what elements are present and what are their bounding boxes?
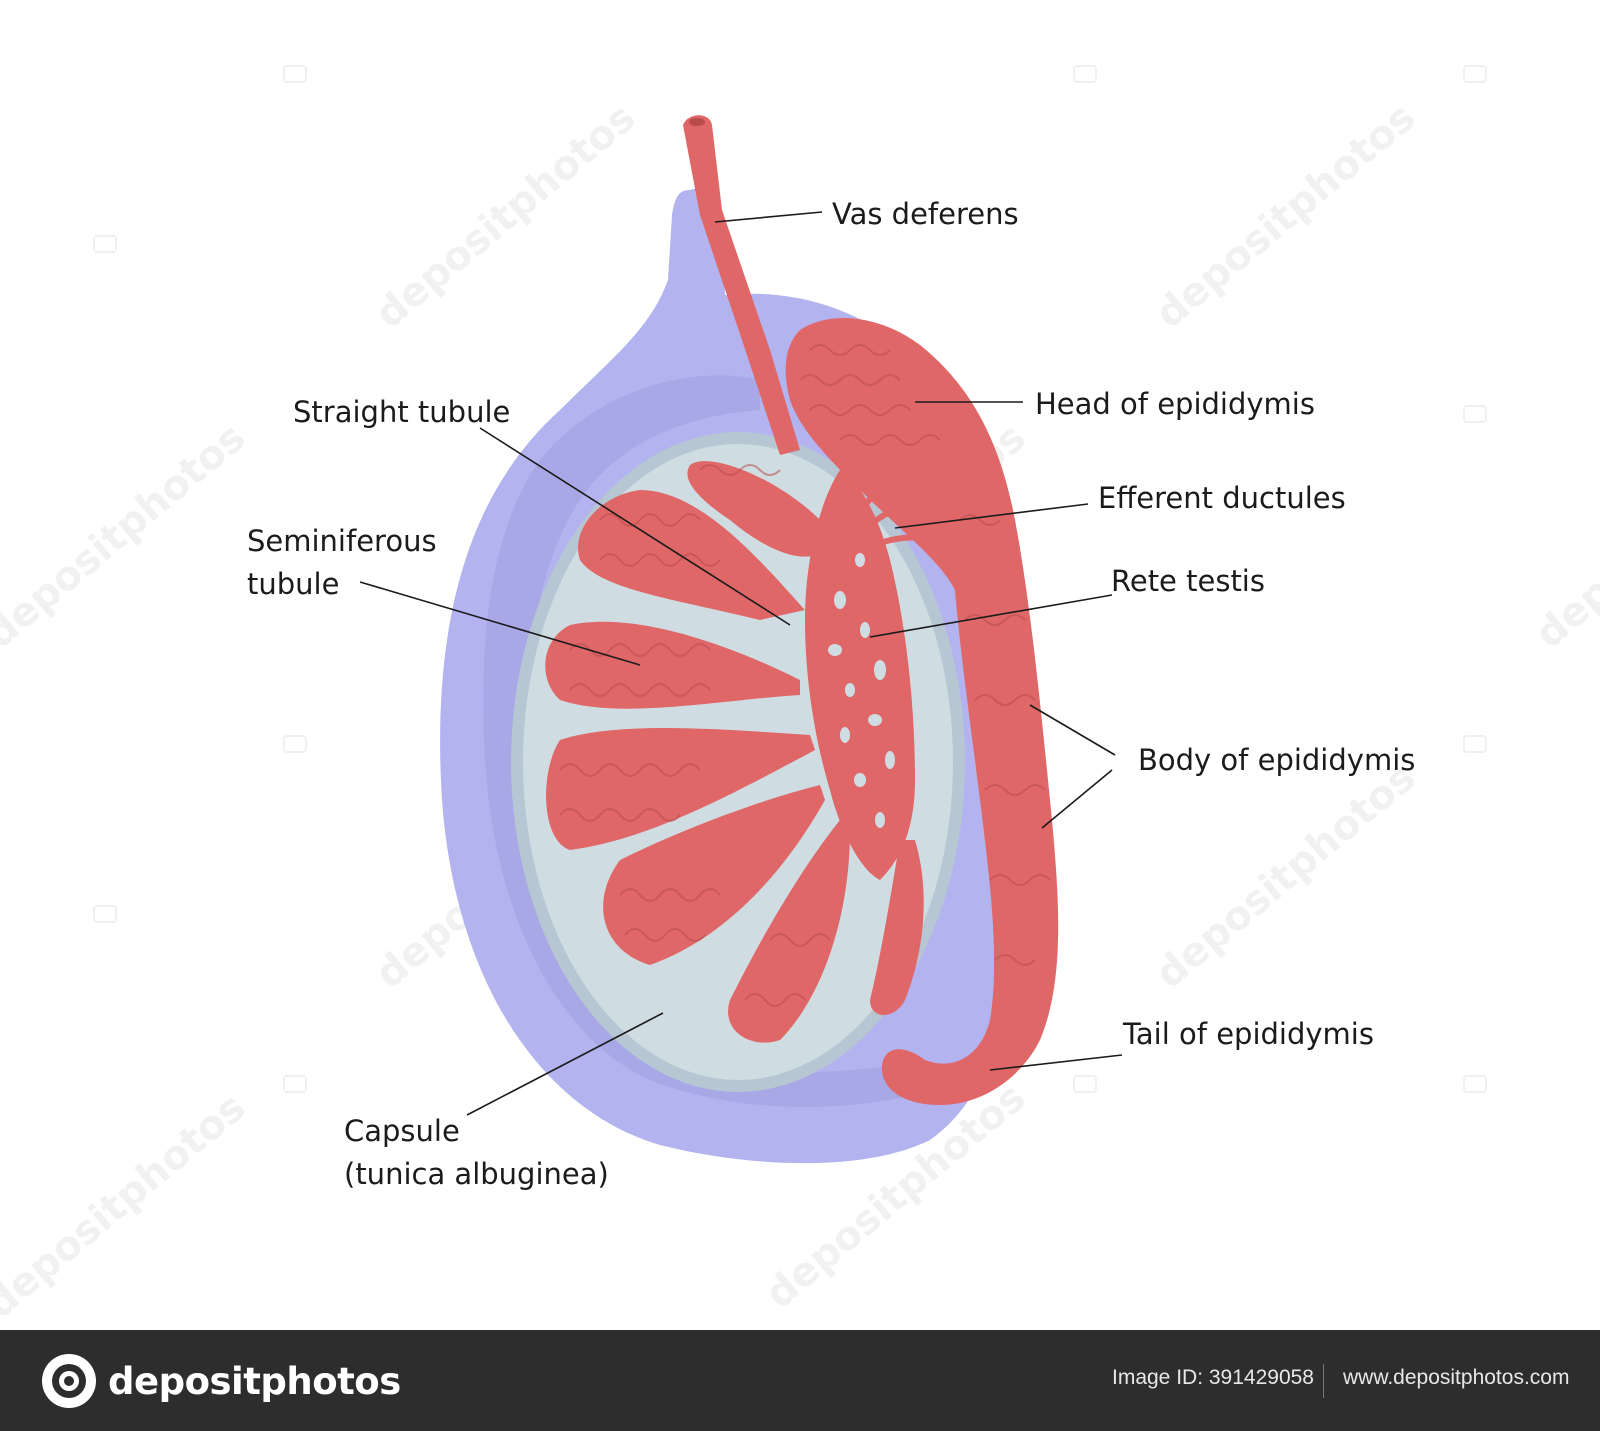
label-rete-testis: Rete testis [1111, 564, 1265, 598]
diagram-stage: depositphotos depositphotos depositphoto… [0, 65, 1600, 1328]
watermark-text: depositphotos [0, 414, 254, 657]
label-straight-tubule: Straight tubule [293, 395, 510, 429]
leader-lines [359, 211, 1123, 1116]
leader-body-of-epididymis-lower [1041, 769, 1113, 829]
watermark-text: depositphotos [1147, 754, 1424, 997]
watermark-text: depositphotos [1147, 94, 1424, 337]
epididymis-coils [799, 344, 1051, 966]
footer-divider [1323, 1364, 1324, 1398]
lobule [546, 728, 815, 850]
lobule [728, 820, 850, 1043]
leader-rete-testis [869, 594, 1113, 638]
leader-straight-tubule [479, 427, 791, 626]
leader-seminiferous-tubule [359, 581, 641, 666]
footer-bar: depositphotos Image ID: 391429058 www.de… [0, 1330, 1600, 1431]
lobule [545, 621, 800, 709]
testis-diagram: depositphotos depositphotos depositphoto… [0, 65, 1600, 1328]
label-capsule-line2: (tunica albuginea) [344, 1157, 609, 1191]
labels: Vas deferens Head of epididymis Straight… [247, 197, 1415, 1191]
lobule [687, 461, 820, 557]
leader-body-of-epididymis-upper [1029, 704, 1116, 756]
label-vas-deferens: Vas deferens [832, 197, 1019, 231]
leader-capsule [466, 1012, 664, 1116]
label-body-of-epididymis: Body of epididymis [1138, 743, 1415, 777]
depositphotos-logo-icon [42, 1354, 96, 1408]
lobule [603, 785, 825, 965]
watermark-text: depositphotos [0, 1084, 254, 1327]
label-seminiferous-tubule-line2: tubule [247, 567, 339, 601]
brand-name: depositphotos [108, 1359, 401, 1403]
rete-holes [828, 553, 895, 828]
vas-deferens-opening [689, 118, 705, 126]
lobule [870, 840, 924, 1015]
image-id: Image ID: 391429058 [1112, 1366, 1314, 1389]
watermark-text: depositphotos [367, 94, 644, 337]
label-efferent-ductules: Efferent ductules [1098, 481, 1346, 515]
vas-deferens [683, 115, 800, 455]
watermark-camera-icon [93, 65, 1487, 1093]
rete-network [805, 470, 915, 880]
lobule-coils [559, 464, 831, 1007]
watermark-text: depositphotos [1527, 414, 1600, 657]
leader-tail-of-epididymis [989, 1054, 1123, 1071]
epididymis [785, 318, 1059, 1105]
brand[interactable]: depositphotos [40, 1350, 401, 1412]
leader-efferent-ductules [894, 503, 1089, 529]
label-seminiferous-tubule-line1: Seminiferous [247, 524, 437, 558]
rete-testis [805, 470, 915, 880]
leader-vas-deferens [714, 211, 823, 223]
label-head-of-epididymis: Head of epididymis [1035, 387, 1315, 421]
site-url-link[interactable]: www.depositphotos.com [1343, 1366, 1570, 1389]
label-tail-of-epididymis: Tail of epididymis [1122, 1017, 1374, 1051]
label-capsule-line1: Capsule [344, 1114, 460, 1148]
